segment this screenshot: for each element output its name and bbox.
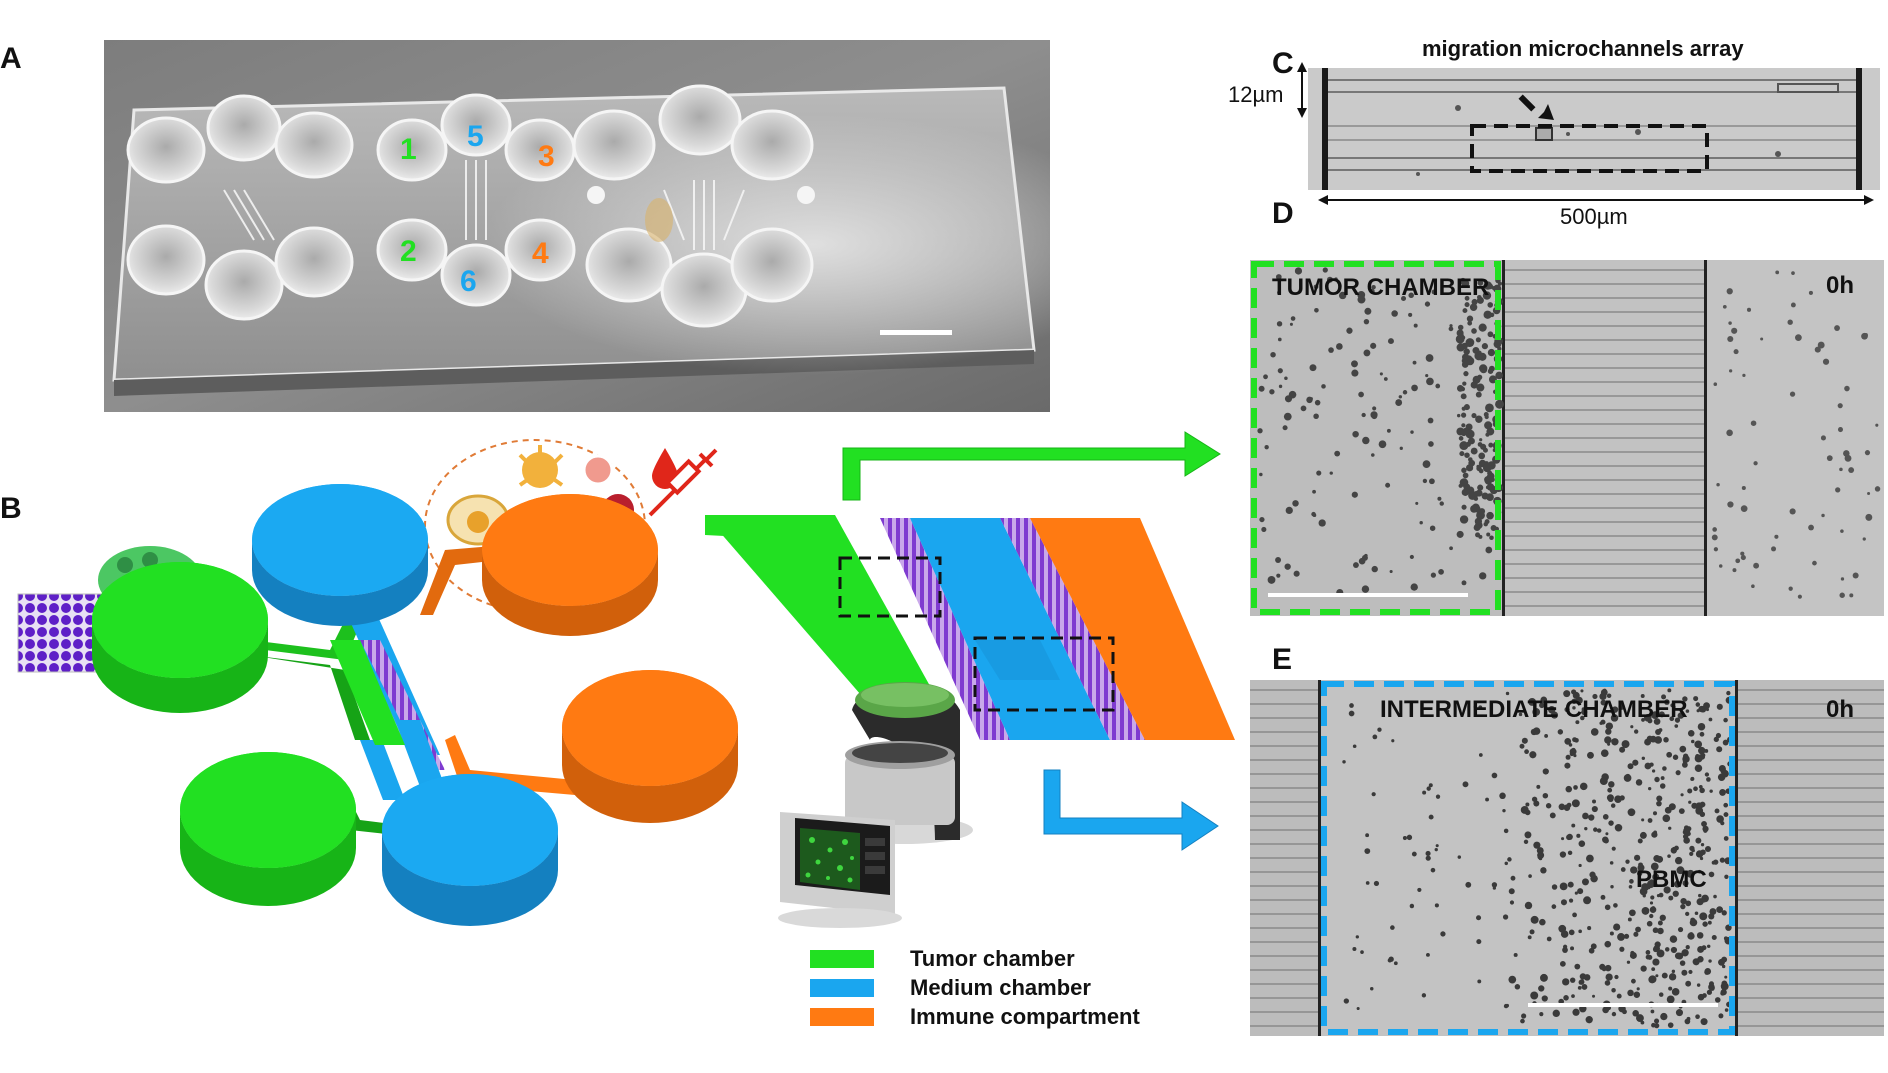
panel-letter-e: E: [1272, 643, 1293, 676]
legend-label-tumor: Tumor chamber: [910, 946, 1075, 971]
device-photo-art: [104, 40, 1050, 412]
chamber-zoom-strip: [705, 515, 1235, 740]
tumor-time-label: 0h: [1826, 272, 1855, 299]
photo-scale-bar: [880, 330, 952, 335]
channel-width-label: 500µm: [1560, 204, 1628, 229]
tablet-display-icon: [778, 812, 902, 928]
photo-well-number-2: 2: [400, 235, 417, 268]
intermediate-chamber-art: [1250, 680, 1884, 1036]
intermediate-time-label: 0h: [1826, 696, 1855, 723]
tumor-chamber-art: [1250, 260, 1884, 616]
intermediate-chamber-label: INTERMEDIATE CHAMBER: [1380, 696, 1688, 723]
panel-c-title: migration microchannels array: [1422, 36, 1744, 61]
arrow-to-panel-e: [1043, 769, 1219, 851]
legend-swatch-immune: [810, 1008, 874, 1026]
photo-well-number-6: 6: [460, 265, 477, 298]
legend-label-medium: Medium chamber: [910, 975, 1091, 1000]
microchannel-image: [1308, 68, 1880, 190]
photo-well-number-1: 1: [400, 133, 417, 166]
width-arrow: [1318, 195, 1874, 205]
tumor-chamber-label: TUMOR CHAMBER: [1272, 274, 1490, 301]
legend-swatch-tumor: [810, 950, 874, 968]
intermediate-scale-bar: [1528, 1003, 1718, 1007]
intermediate-chamber-image: [1250, 680, 1884, 1036]
device-photo: [104, 40, 1050, 412]
device-schematic: [17, 431, 1235, 928]
photo-device-left: [126, 94, 354, 321]
schematic-device: [92, 484, 738, 926]
channel-height-label: 12µm: [1228, 82, 1284, 107]
tumor-chamber-image: [1250, 260, 1884, 616]
legend-label-immune: Immune compartment: [910, 1004, 1140, 1029]
microscope-icon: [837, 682, 973, 844]
panel-letter-c: C: [1272, 47, 1294, 80]
panel-letter-a: A: [0, 42, 22, 75]
syringe-icon: [648, 448, 718, 517]
panel-letter-b: B: [0, 492, 22, 525]
pbmc-label: PBMC: [1636, 866, 1707, 893]
microchannel-art: [1308, 68, 1880, 190]
photo-device-right: [572, 84, 814, 328]
legend-swatch-medium: [810, 979, 874, 997]
photo-device-middle: [376, 93, 576, 307]
arrow-to-panel-d: [842, 431, 1221, 501]
photo-well-number-4: 4: [532, 237, 549, 270]
photo-well-number-3: 3: [538, 140, 555, 173]
height-arrow: [1297, 62, 1307, 118]
photo-well-number-5: 5: [467, 120, 484, 153]
panel-letter-d: D: [1272, 197, 1294, 230]
tumor-scale-bar: [1268, 593, 1468, 597]
